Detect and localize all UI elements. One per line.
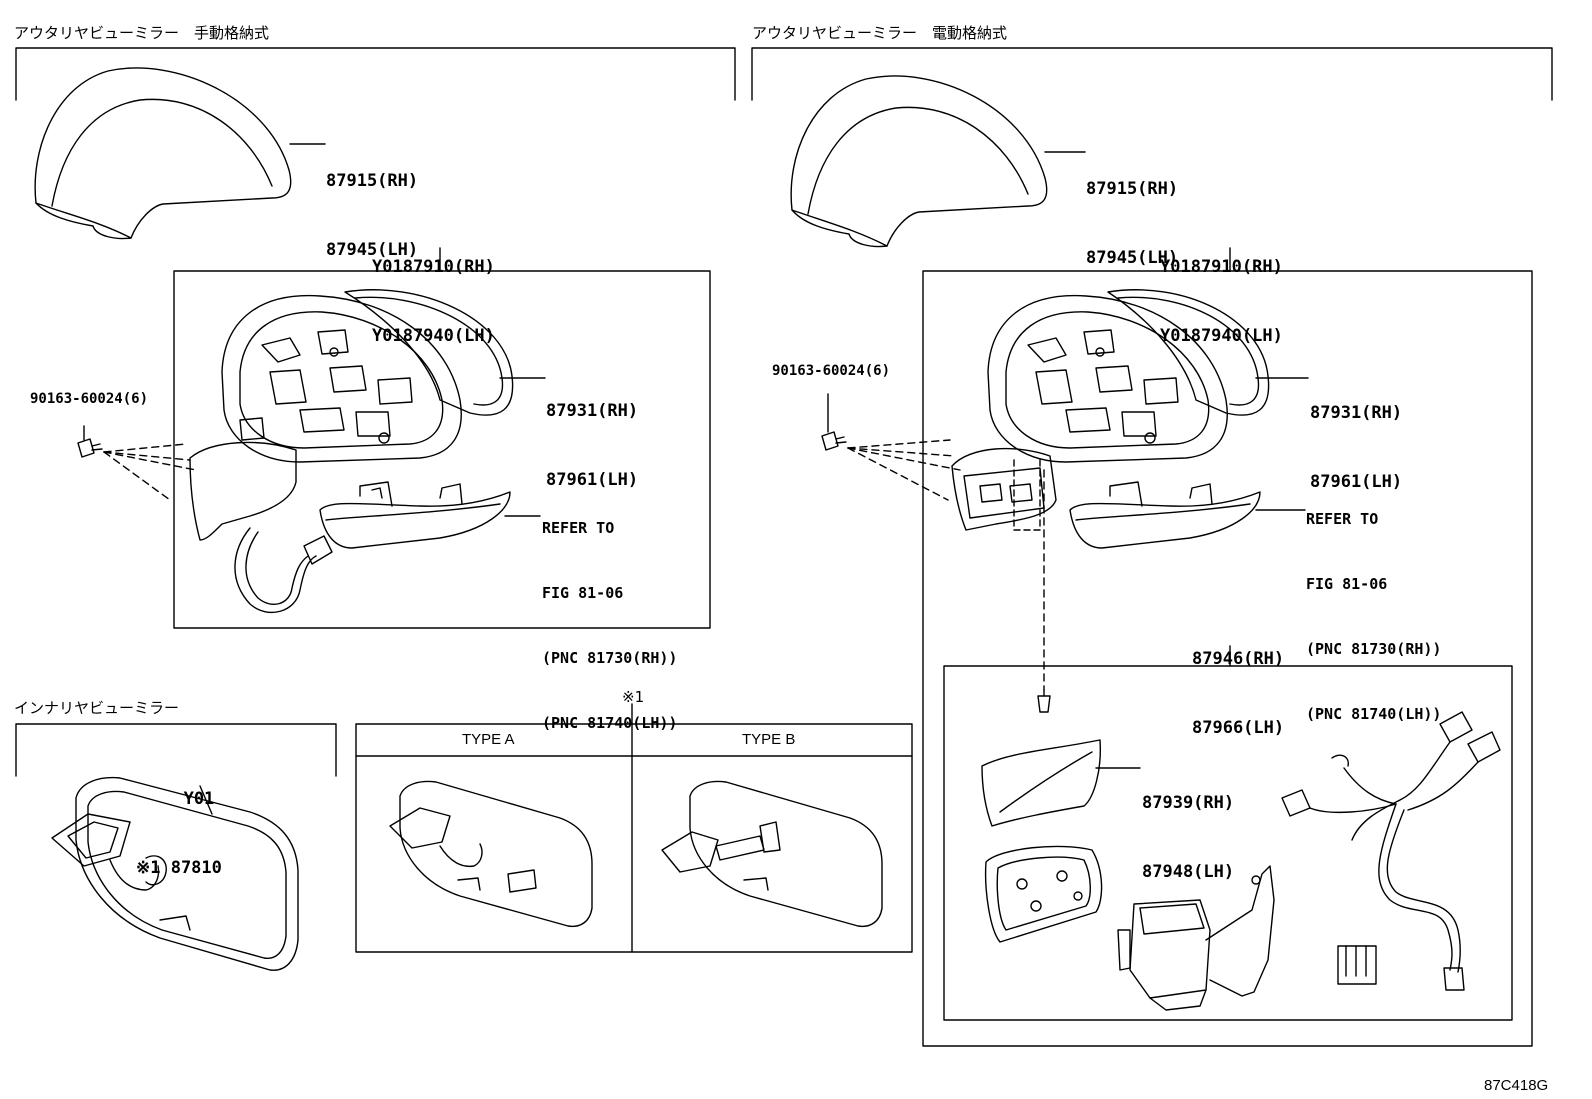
part-number: 87945(LH)	[326, 239, 419, 260]
turn-signal-lamp-electric	[1070, 482, 1260, 548]
sub-screw	[1038, 690, 1050, 712]
section-bracket-electric	[752, 48, 1552, 100]
part-label-glass-electric: 87931(RH) 87961(LH)	[1310, 356, 1402, 517]
part-number: Y0187910(RH)	[372, 256, 495, 277]
part-label-subcover: 87939(RH) 87948(LH)	[1142, 746, 1234, 907]
figure-code: 87C418G	[1484, 1077, 1549, 1094]
type-b-label: TYPE B	[742, 731, 796, 748]
part-number: Y0187940(LH)	[372, 325, 495, 346]
retractor-unit	[1118, 866, 1274, 1010]
part-number: 87931(RH)	[1310, 402, 1403, 423]
screw-manual	[78, 426, 102, 457]
refer-line: FIG 81-06	[1306, 574, 1388, 593]
part-number: Y01	[183, 788, 215, 809]
part-number: Y0187910(RH)	[1160, 256, 1283, 277]
harness-manual	[235, 528, 332, 612]
part-label-cover-electric: 87915(RH) 87945(LH)	[1086, 132, 1178, 293]
part-number: 87945(LH)	[1086, 247, 1179, 268]
section-title-manual: アウタリヤビューミラー 手動格納式	[14, 24, 270, 42]
inner-mirror-type-b	[662, 782, 882, 927]
harness-electric	[1282, 712, 1500, 990]
inner-mirror-main	[52, 778, 298, 971]
part-number: 87961(LH)	[546, 469, 639, 490]
refer-note-manual: REFER TO FIG 81-06 (PNC 81730(RH)) (PNC …	[542, 474, 677, 757]
part-label-inner: Y01 ※1 87810	[136, 742, 222, 903]
sub-assembly-box	[944, 646, 1512, 1020]
part-number: 87966(LH)	[1192, 717, 1285, 738]
part-number: 87946(RH)	[1192, 648, 1285, 669]
refer-line: REFER TO	[1306, 509, 1379, 528]
part-number: Y0187940(LH)	[1160, 325, 1283, 346]
refer-line: FIG 81-06	[542, 583, 624, 602]
mirror-glass-electric	[1108, 290, 1269, 415]
part-label-screw-manual: 90163-60024(6)	[30, 391, 149, 407]
refer-line: (PNC 81730(RH))	[1306, 640, 1442, 658]
part-number: 87939(RH)	[1142, 792, 1235, 813]
part-number: 87931(RH)	[546, 400, 639, 421]
mirror-glass-manual	[345, 290, 513, 415]
part-number: 87948(LH)	[1142, 861, 1235, 882]
refer-line: REFER TO	[542, 518, 615, 537]
dashed-guide-manual	[104, 444, 196, 500]
mirror-cover-electric	[791, 76, 1047, 247]
refer-note-electric: REFER TO FIG 81-06 (PNC 81730(RH)) (PNC …	[1306, 465, 1441, 748]
turn-signal-lamp-manual	[320, 482, 510, 548]
dashed-guide-electric-box	[1014, 460, 1040, 530]
mirror-housing-electric	[988, 296, 1227, 462]
type-a-label: TYPE A	[462, 731, 515, 748]
sub-bracket	[986, 846, 1102, 942]
part-label-subassy: 87946(RH) 87966(LH)	[1192, 602, 1284, 763]
part-label-assy-electric: Y0187910(RH) Y0187940(LH)	[1160, 210, 1283, 371]
clip	[1338, 946, 1376, 984]
part-number: 87915(RH)	[1086, 178, 1179, 199]
refer-line: (PNC 81730(RH))	[542, 649, 678, 667]
part-number: 87961(LH)	[1310, 471, 1403, 492]
mirror-cover-manual	[35, 68, 291, 239]
sub-cover	[982, 740, 1100, 826]
assembly-box-manual	[174, 248, 710, 628]
part-label-screw-electric: 90163-60024(6)	[772, 363, 891, 379]
refer-line: (PNC 81740(LH))	[1306, 705, 1442, 724]
mirror-base-manual	[190, 442, 296, 540]
type-box	[356, 704, 912, 952]
part-label-cover-manual: 87915(RH) 87945(LH)	[326, 124, 418, 285]
assembly-box-electric	[923, 248, 1532, 1046]
section-title-inner: インナリヤビューミラー	[14, 699, 180, 717]
part-number: ※1 87810	[136, 857, 222, 878]
section-title-electric: アウタリヤビューミラー 電動格納式	[752, 24, 1008, 42]
part-number: 87915(RH)	[326, 170, 419, 191]
leader-line	[200, 786, 212, 814]
section-bracket-manual	[16, 48, 735, 100]
part-label-glass-manual: 87931(RH) 87961(LH)	[546, 354, 638, 515]
mirror-housing-manual	[222, 296, 461, 462]
section-bracket-inner	[16, 724, 336, 776]
screw-electric	[822, 394, 846, 450]
dashed-guide-electric	[848, 440, 1044, 690]
part-label-assy-manual: Y0187910(RH) Y0187940(LH)	[372, 210, 495, 371]
note-mark: ※1	[622, 688, 645, 706]
refer-line: (PNC 81740(LH))	[542, 714, 678, 733]
inner-mirror-type-a	[390, 782, 592, 927]
